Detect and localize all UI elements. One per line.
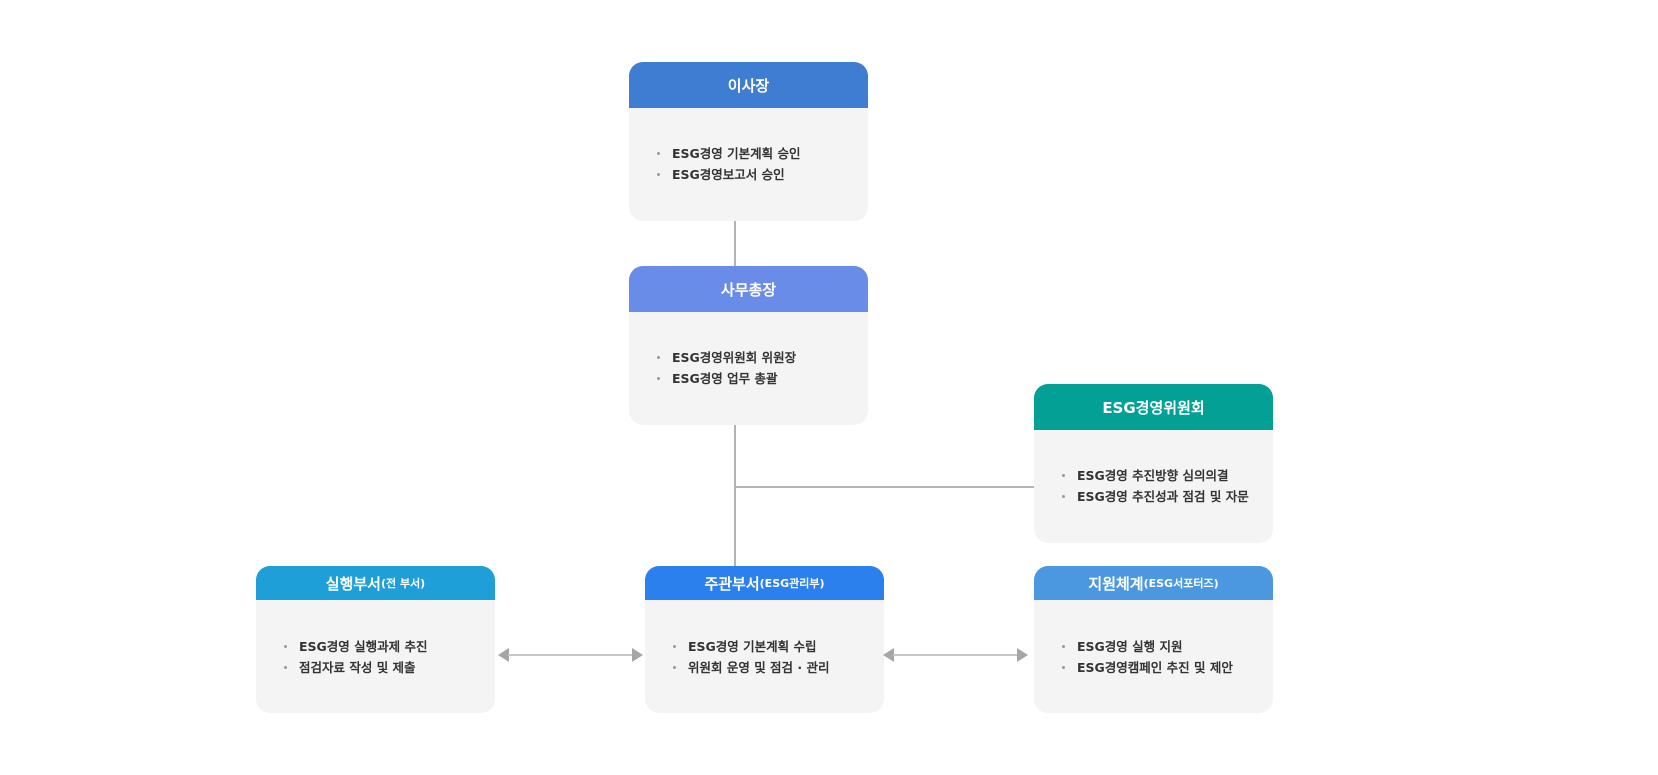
support-system-subtitle: (ESG서포터즈) (1143, 577, 1219, 590)
list-item: ESG경영보고서 승인 (657, 164, 868, 185)
support-system-box: 지원체계(ESG서포터즈) ESG경영 실행 지원 ESG경영캠페인 추진 및 … (1034, 566, 1273, 713)
connector-to-committee (734, 486, 1034, 488)
list-item: ESG경영캠페인 추진 및 제안 (1062, 657, 1273, 678)
lead-dept-box: 주관부서(ESG관리부) ESG경영 기본계획 수립 위원회 운영 및 점검 ·… (645, 566, 884, 713)
arrow-left-icon (883, 648, 894, 662)
arrow-execution-lead (498, 648, 643, 662)
support-system-title: 지원체계 (1088, 574, 1144, 593)
lead-dept-body: ESG경영 기본계획 수립 위원회 운영 및 점검 · 관리 (645, 600, 884, 678)
list-item: ESG경영 추진방향 심의의결 (1062, 465, 1273, 486)
chairman-header: 이사장 (629, 62, 868, 108)
list-item: ESG경영 기본계획 수립 (673, 636, 884, 657)
support-system-header: 지원체계(ESG서포터즈) (1034, 566, 1273, 600)
chairman-box: 이사장 ESG경영 기본계획 승인 ESG경영보고서 승인 (629, 62, 868, 221)
secretary-general-header: 사무총장 (629, 266, 868, 312)
list-item: 점검자료 작성 및 제출 (284, 657, 495, 678)
execution-dept-header: 실행부서(전 부서) (256, 566, 495, 600)
execution-dept-subtitle: (전 부서) (380, 577, 426, 590)
list-item: ESG경영 실행 지원 (1062, 636, 1273, 657)
arrow-left-icon (498, 648, 509, 662)
list-item: ESG경영 추진성과 점검 및 자문 (1062, 486, 1273, 507)
lead-dept-header: 주관부서(ESG관리부) (645, 566, 884, 600)
secretary-general-body: ESG경영위원회 위원장 ESG경영 업무 총괄 (629, 312, 868, 389)
list-item: 위원회 운영 및 점검 · 관리 (673, 657, 884, 678)
connector-secretary-lead (734, 424, 736, 567)
committee-header: ESG경영위원회 (1034, 384, 1273, 430)
chairman-body: ESG경영 기본계획 승인 ESG경영보고서 승인 (629, 108, 868, 185)
arrow-right-icon (1017, 648, 1028, 662)
chairman-title: 이사장 (727, 76, 770, 95)
connector-chairman-secretary (734, 220, 736, 266)
secretary-general-box: 사무총장 ESG경영위원회 위원장 ESG경영 업무 총괄 (629, 266, 868, 425)
execution-dept-body: ESG경영 실행과제 추진 점검자료 작성 및 제출 (256, 600, 495, 678)
committee-title: ESG경영위원회 (1102, 398, 1205, 417)
list-item: ESG경영 실행과제 추진 (284, 636, 495, 657)
list-item: ESG경영 업무 총괄 (657, 368, 868, 389)
execution-dept-box: 실행부서(전 부서) ESG경영 실행과제 추진 점검자료 작성 및 제출 (256, 566, 495, 713)
lead-dept-subtitle: (ESG관리부) (759, 577, 825, 590)
execution-dept-title: 실행부서 (325, 574, 381, 593)
committee-box: ESG경영위원회 ESG경영 추진방향 심의의결 ESG경영 추진성과 점검 및… (1034, 384, 1273, 543)
list-item: ESG경영 기본계획 승인 (657, 143, 868, 164)
committee-body: ESG경영 추진방향 심의의결 ESG경영 추진성과 점검 및 자문 (1034, 430, 1273, 507)
support-system-body: ESG경영 실행 지원 ESG경영캠페인 추진 및 제안 (1034, 600, 1273, 678)
list-item: ESG경영위원회 위원장 (657, 347, 868, 368)
lead-dept-title: 주관부서 (704, 574, 760, 593)
secretary-general-title: 사무총장 (720, 280, 777, 299)
arrow-lead-support (883, 648, 1028, 662)
arrow-right-icon (632, 648, 643, 662)
